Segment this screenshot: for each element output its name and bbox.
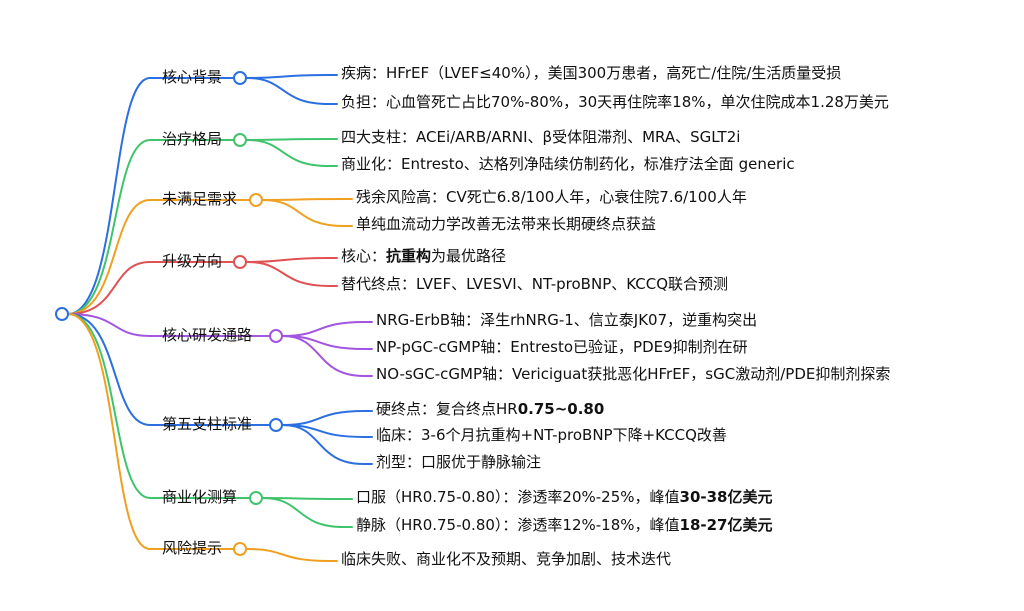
branch-node-circle[interactable]	[233, 255, 247, 269]
leaf-label[interactable]: 临床：3-6个月抗重构+NT-proBNP下降+KCCQ改善	[376, 425, 727, 445]
branch-node-circle[interactable]	[249, 193, 263, 207]
node-circles	[233, 71, 283, 556]
branch-label[interactable]: 商业化测算	[162, 488, 238, 506]
branch-label[interactable]: 核心背景	[162, 68, 223, 86]
leaf-connector	[282, 335, 373, 377]
branch-connector	[67, 313, 270, 426]
leaf-text: 静脉（HR0.75-0.80）：渗透率12%-18%，峰值	[356, 516, 680, 534]
branch-node-circle[interactable]	[269, 329, 283, 343]
root-node-circle[interactable]	[55, 307, 69, 321]
leaf-label[interactable]: 四大支柱：ACEi/ARB/ARNI、β受体阻滞剂、MRA、SGLT2i	[341, 127, 740, 147]
leaf-text: NP-pGC-cGMP轴：Entresto已验证，PDE9抑制剂在研	[376, 338, 748, 356]
leaf-connector	[282, 410, 373, 426]
leaf-connector	[262, 199, 353, 227]
leaf-label[interactable]: 替代终点：LVEF、LVESVI、NT-proBNP、KCCQ联合预测	[341, 274, 728, 294]
leaf-text: 临床：3-6个月抗重构+NT-proBNP下降+KCCQ改善	[376, 426, 727, 444]
leaf-label[interactable]: NRG-ErbB轴：泽生rhNRG-1、信立泰JK07，逆重构突出	[376, 310, 757, 330]
leaf-label[interactable]: 硬终点：复合终点HR0.75~0.80	[376, 399, 604, 419]
leaf-label[interactable]: 疾病：HFrEF（LVEF≤40%），美国300万患者，高死亡/住院/生活质量受…	[341, 63, 841, 83]
leaf-text: 剂型：口服优于静脉输注	[376, 453, 542, 471]
leaf-connector	[246, 77, 338, 105]
leaf-connector	[246, 138, 338, 141]
branch-node-circle[interactable]	[269, 418, 283, 432]
leaf-label[interactable]: 单纯血流动力学改善无法带来长期硬终点获益	[356, 214, 656, 234]
leaf-text: 四大支柱：ACEi/ARB/ARNI、β受体阻滞剂、MRA、SGLT2i	[341, 128, 741, 146]
leaf-label[interactable]: 口服（HR0.75-0.80）：渗透率20%-25%，峰值30-38亿美元	[356, 487, 773, 507]
leaf-text: 口服（HR0.75-0.80）：渗透率20%-25%，峰值	[356, 488, 680, 506]
branch-connector	[67, 199, 250, 315]
branch-label[interactable]: 升级方向	[162, 252, 223, 270]
leaf-text-bold: 18-27亿美元	[679, 516, 773, 534]
branch-label[interactable]: 未满足需求	[162, 190, 238, 208]
branch-connector	[67, 313, 234, 550]
branch-connector	[67, 313, 250, 499]
branch-node-circle[interactable]	[233, 71, 247, 85]
leaf-label[interactable]: 静脉（HR0.75-0.80）：渗透率12%-18%，峰值18-27亿美元	[356, 515, 773, 535]
branch-connector	[67, 77, 234, 315]
leaf-text: 硬终点：复合终点HR	[376, 400, 518, 418]
leaf-label[interactable]: 商业化：Entresto、达格列净陆续仿制药化，标准疗法全面 generic	[341, 154, 795, 174]
leaf-label[interactable]: 负担：心血管死亡占比70%-80%，30天再住院率18%，单次住院成本1.28万…	[341, 92, 889, 112]
leaf-connector	[282, 321, 373, 337]
connector-lines	[67, 74, 373, 562]
branch-label[interactable]: 治疗格局	[162, 130, 223, 148]
leaf-connector	[246, 257, 338, 263]
branch-label[interactable]: 第五支柱标准	[162, 415, 253, 433]
leaf-text: 商业化：Entresto、达格列净陆续仿制药化，标准疗法全面 generic	[341, 155, 795, 173]
branch-node-circle[interactable]	[233, 133, 247, 147]
branch-label[interactable]: 风险提示	[162, 539, 223, 557]
branch-node-circle[interactable]	[233, 542, 247, 556]
leaf-connector	[246, 139, 338, 167]
branch-label[interactable]: 核心研发通路	[162, 326, 253, 344]
leaf-text: NRG-ErbB轴：泽生rhNRG-1、信立泰JK07，逆重构突出	[376, 311, 758, 329]
branch-connector	[67, 261, 234, 315]
leaf-connector	[262, 497, 353, 500]
leaf-connector	[246, 74, 338, 79]
leaf-connector	[282, 424, 373, 465]
leaf-text: 临床失败、商业化不及预期、竞争加剧、技术迭代	[341, 550, 672, 568]
leaf-label[interactable]: 剂型：口服优于静脉输注	[376, 452, 541, 472]
leaf-connector	[262, 198, 353, 201]
leaf-label[interactable]: NO-sGC-cGMP轴：Vericiguat获批恶化HFrEF，sGC激动剂/…	[376, 364, 890, 384]
leaf-text: 残余风险高：CV死亡6.8/100人年，心衰住院7.6/100人年	[356, 188, 747, 206]
leaf-text-bold: 0.75~0.80	[517, 400, 605, 418]
leaf-label[interactable]: NP-pGC-cGMP轴：Entresto已验证，PDE9抑制剂在研	[376, 337, 748, 357]
leaf-text: 疾病：HFrEF（LVEF≤40%），美国300万患者，高死亡/住院/生活质量受…	[341, 64, 842, 82]
leaf-text: 负担：心血管死亡占比70%-80%，30天再住院率18%，单次住院成本1.28万…	[341, 93, 889, 111]
leaf-connector	[262, 497, 353, 528]
leaf-label[interactable]: 残余风险高：CV死亡6.8/100人年，心衰住院7.6/100人年	[356, 187, 747, 207]
branch-connector	[67, 139, 234, 315]
leaf-text: 为最优路径	[431, 247, 507, 265]
leaf-label[interactable]: 核心：抗重构为最优路径	[341, 246, 506, 266]
leaf-text-bold: 抗重构	[386, 247, 432, 265]
leaf-text: NO-sGC-cGMP轴：Vericiguat获批恶化HFrEF，sGC激动剂/…	[376, 365, 891, 383]
branch-node-circle[interactable]	[249, 491, 263, 505]
leaf-connector	[246, 548, 338, 562]
leaf-text: 核心：	[341, 247, 387, 265]
leaf-text-bold: 30-38亿美元	[679, 488, 773, 506]
leaf-connector	[246, 261, 338, 287]
leaf-text: 替代终点：LVEF、LVESVI、NT-proBNP、KCCQ联合预测	[341, 275, 729, 293]
leaf-text: 单纯血流动力学改善无法带来长期硬终点获益	[356, 215, 657, 233]
leaf-label[interactable]: 临床失败、商业化不及预期、竞争加剧、技术迭代	[341, 549, 671, 569]
branch-connector	[67, 313, 270, 337]
